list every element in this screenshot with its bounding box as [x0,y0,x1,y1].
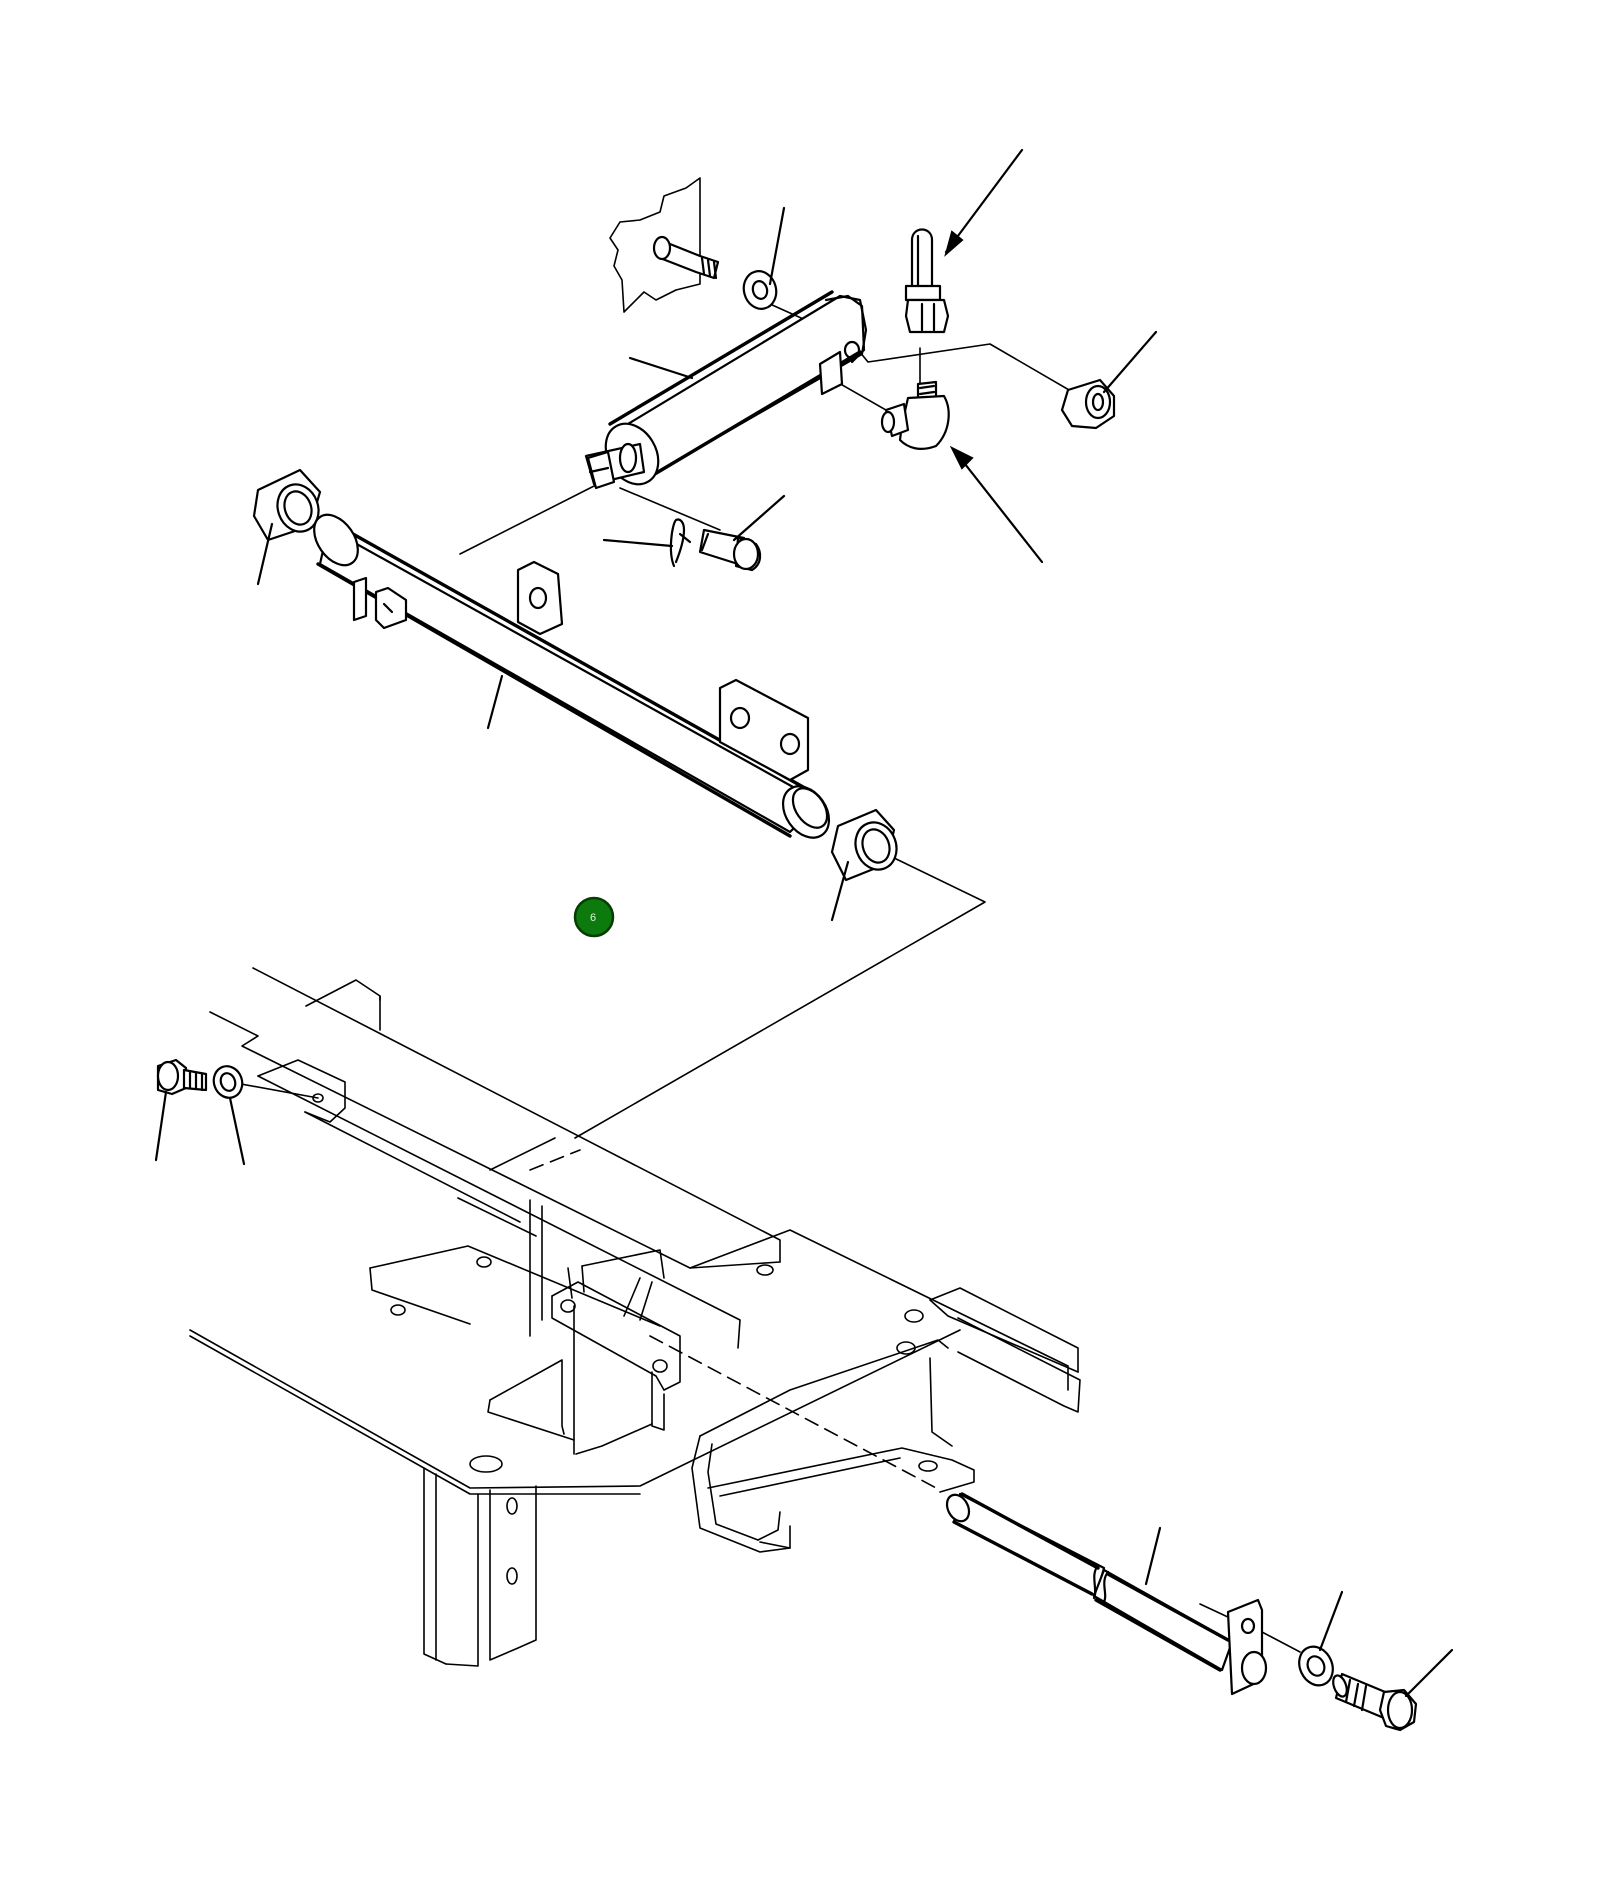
grease-fitting [904,228,950,334]
leader-lines [154,148,1454,1698]
callout-hotspot[interactable]: 6 [573,896,615,938]
bushing-left [252,468,322,542]
washer-top [742,270,778,310]
bolt-left [156,1058,208,1096]
cotter-pin [669,518,692,568]
washer-bottom [1298,1645,1334,1687]
hydraulic-cylinder [584,290,868,490]
bolt-bottom [1332,1672,1418,1732]
long-pin [945,1492,1268,1696]
clevis-pin [698,528,762,572]
washer-left [212,1065,244,1099]
elbow-fitting [880,380,950,450]
pivot-tube [313,513,831,839]
chassis-frame [189,967,1081,1667]
mounting-stud-assembly [609,177,720,313]
bushing-right [830,808,898,882]
lock-nut-top-right [1060,378,1116,430]
callout-label: 6 [590,912,596,924]
callout-marker[interactable] [573,896,615,938]
